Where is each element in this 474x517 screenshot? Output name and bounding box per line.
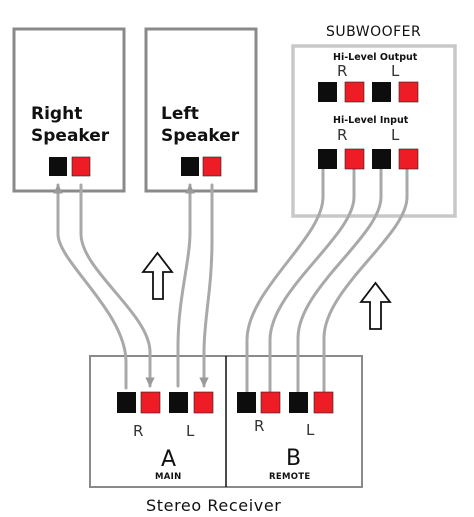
left-speaker-label-line1: Left xyxy=(161,104,199,124)
receiver-b-l-positive xyxy=(313,391,334,414)
receiver-b-l-label: L xyxy=(306,421,315,439)
receiver-section-a-name: MAIN xyxy=(155,472,182,482)
sub-input-r-label: R xyxy=(337,126,348,144)
wire-a-r-pos xyxy=(79,183,155,388)
receiver-a-l-positive xyxy=(193,391,214,414)
sub-output-l-negative xyxy=(372,82,391,102)
subwoofer-title: SUBWOOFER xyxy=(326,24,422,40)
wire-b-r-pos xyxy=(268,166,356,394)
right-speaker-box xyxy=(12,27,126,193)
sub-input-r-positive xyxy=(344,148,365,170)
receiver-section-b-name: REMOTE xyxy=(269,472,311,482)
receiver-a-r-label: R xyxy=(133,422,144,440)
sub-output-l-label: L xyxy=(391,62,400,80)
receiver-b-r-positive xyxy=(260,391,281,414)
sub-input-l-negative xyxy=(372,149,391,169)
receiver-a-r-positive xyxy=(140,391,161,414)
up-arrow-icon xyxy=(359,281,392,330)
receiver-b-r-negative xyxy=(237,392,256,413)
subwoofer-box xyxy=(291,44,457,218)
up-arrow-icon xyxy=(141,251,174,300)
left-speaker-terminal-negative xyxy=(181,157,199,176)
sub-input-label: Hi-Level Input xyxy=(333,115,409,126)
receiver-a-l-label: L xyxy=(186,422,195,440)
sub-input-r-negative xyxy=(318,149,337,169)
sub-output-r-positive xyxy=(344,81,365,103)
right-speaker-label-line2: Speaker xyxy=(31,126,110,146)
wire-b-l-neg xyxy=(296,166,383,394)
right-speaker-label-line1: Right xyxy=(31,104,83,124)
sub-output-l-positive xyxy=(398,81,419,103)
receiver-b-r-label: R xyxy=(254,417,265,435)
receiver-section-b-letter: B xyxy=(286,446,302,471)
sub-output-r-label: R xyxy=(337,62,348,80)
sub-output-r-negative xyxy=(318,82,337,102)
receiver-a-r-negative xyxy=(117,392,136,413)
sub-input-l-positive xyxy=(398,148,419,170)
receiver-a-l-negative xyxy=(169,392,188,413)
sub-input-l-label: L xyxy=(391,126,400,144)
wire-a-l-neg xyxy=(176,183,195,388)
left-speaker-terminal-positive xyxy=(202,156,222,177)
right-speaker-terminal-positive xyxy=(71,156,91,177)
wire-b-l-pos xyxy=(322,166,409,394)
receiver-section-a-letter: A xyxy=(161,447,177,472)
right-speaker-terminal-negative xyxy=(49,157,67,176)
wire-a-r-neg xyxy=(53,183,128,390)
left-speaker-box xyxy=(144,27,258,193)
wire-b-r-neg xyxy=(245,166,325,394)
wire-a-l-pos xyxy=(199,183,214,388)
left-speaker-label-line2: Speaker xyxy=(161,126,240,146)
receiver-b-l-negative xyxy=(289,392,308,413)
receiver-title: Stereo Receiver xyxy=(146,496,282,515)
sub-output-label: Hi-Level Output xyxy=(333,52,418,63)
